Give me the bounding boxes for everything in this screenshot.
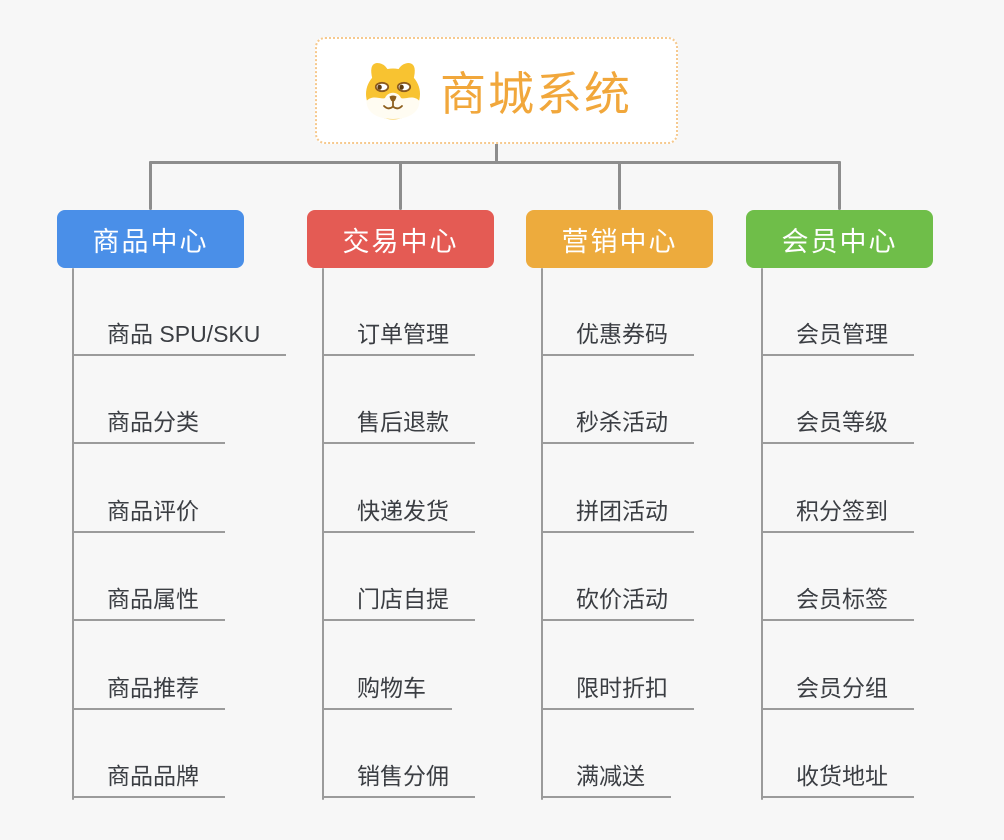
subtopic-node[interactable]: 优惠券码 [542,319,694,356]
subtopic-node[interactable]: 快递发货 [323,496,475,533]
branch-node-member-center[interactable]: 会员中心 [746,210,933,268]
subtopic-node[interactable]: 商品分类 [73,407,225,444]
branch-node-trade-center[interactable]: 交易中心 [307,210,494,268]
connector-drop-trade [399,161,402,210]
subtopic-node[interactable]: 砍价活动 [542,584,694,621]
subtopic-node[interactable]: 满减送 [542,761,671,798]
subtopic-node[interactable]: 售后退款 [323,407,475,444]
subtopic-node[interactable]: 商品评价 [73,496,225,533]
subtopic-node[interactable]: 商品品牌 [73,761,225,798]
branch-node-goods-center[interactable]: 商品中心 [57,210,244,268]
subtopic-node[interactable]: 订单管理 [323,319,475,356]
subtopic-node[interactable]: 销售分佣 [323,761,475,798]
connector-horizontal-bar [149,161,841,164]
branch-connector-trunk [72,268,74,800]
subtopic-node[interactable]: 购物车 [323,673,452,710]
connector-drop-member [838,161,841,210]
subtopic-node[interactable]: 商品 SPU/SKU [73,319,287,356]
connector-drop-marketing [618,161,621,210]
subtopic-node[interactable]: 秒杀活动 [542,407,694,444]
subtopic-node[interactable]: 积分签到 [762,496,914,533]
branch-node-marketing-center[interactable]: 营销中心 [526,210,713,268]
subtopic-node[interactable]: 限时折扣 [542,673,694,710]
branch-connector-trunk [761,268,763,800]
subtopic-node[interactable]: 收货地址 [762,761,914,798]
branch-connector-trunk [541,268,543,800]
root-topic-node[interactable]: 商城系统 [315,37,678,144]
subtopic-node[interactable]: 会员标签 [762,584,914,621]
subtopic-node[interactable]: 门店自提 [323,584,475,621]
branch-connector-trunk [322,268,324,800]
subtopic-node[interactable]: 会员分组 [762,673,914,710]
subtopic-node[interactable]: 会员等级 [762,407,914,444]
subtopic-node[interactable]: 拼团活动 [542,496,694,533]
root-topic-label: 商城系统 [440,67,632,120]
connector-drop-goods [149,161,152,210]
subtopic-node[interactable]: 会员管理 [762,319,914,356]
subtopic-node[interactable]: 商品属性 [73,584,225,621]
connector-root-stem [495,142,498,163]
dog-face-icon [361,60,425,121]
subtopic-node[interactable]: 商品推荐 [73,673,225,710]
